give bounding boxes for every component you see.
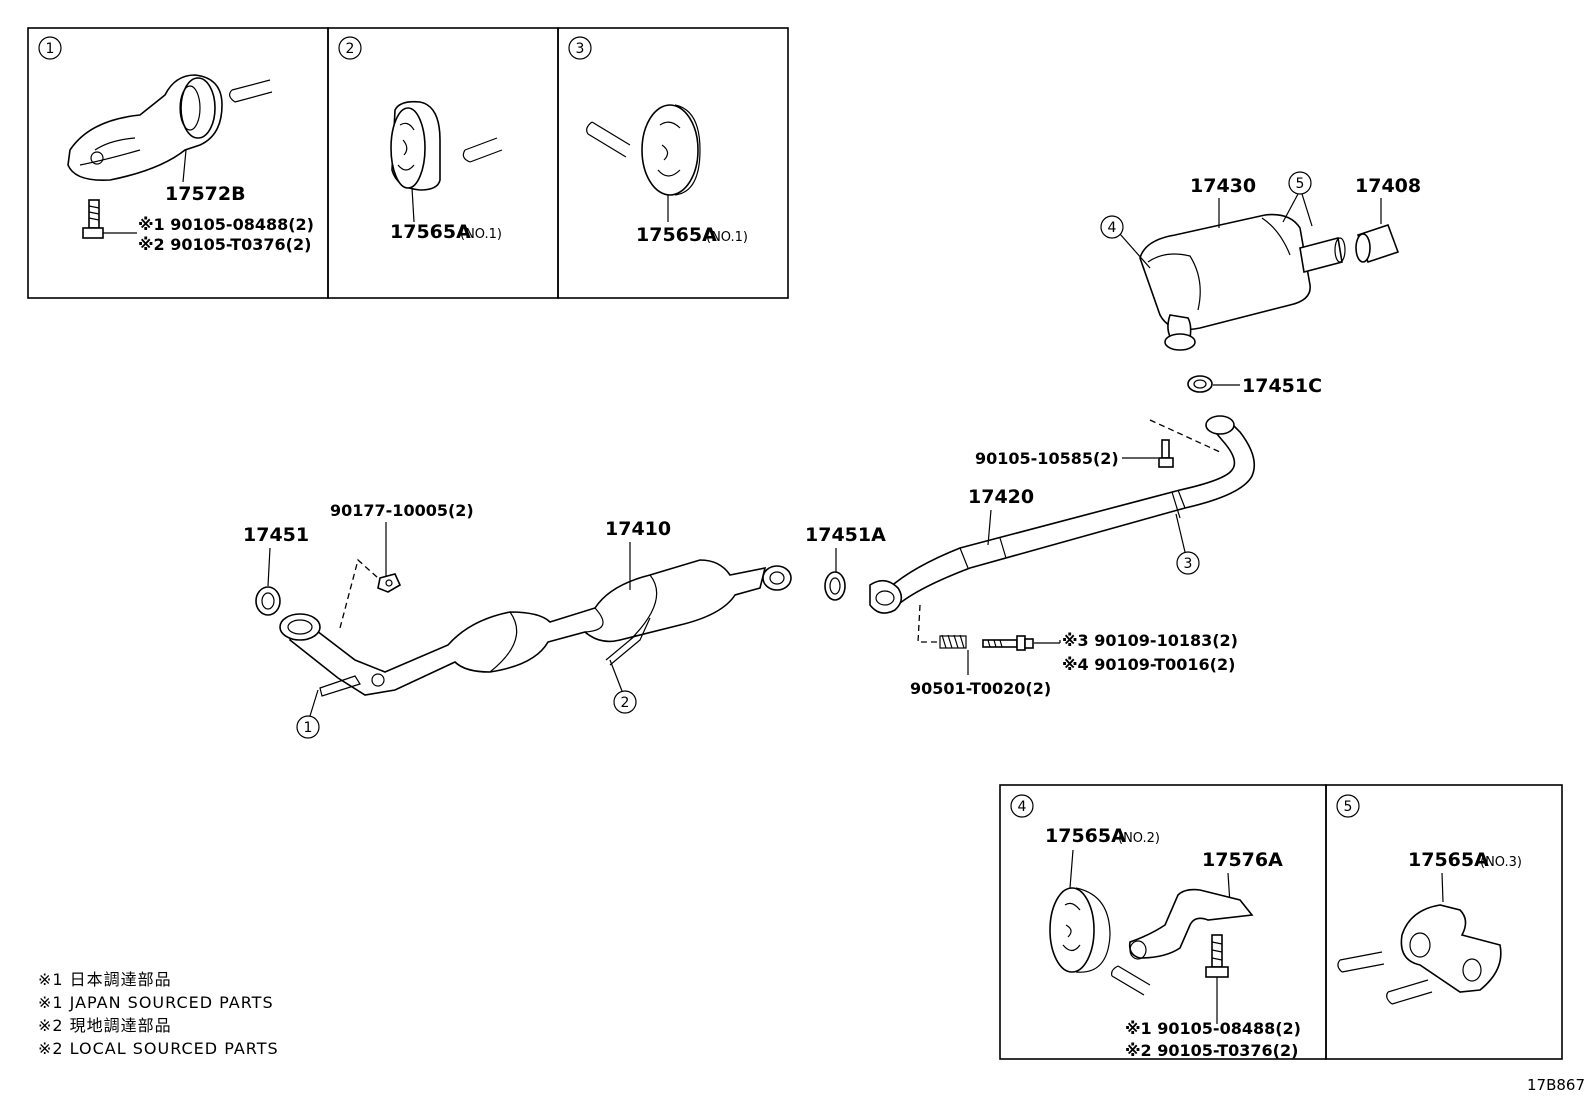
- bolt-90105-10585: [1158, 439, 1174, 468]
- footnotes: ※1 日本調達部品 ※1 JAPAN SOURCED PARTS ※2 現地調達…: [38, 970, 279, 1058]
- part-number-17576A: 17576A: [1202, 849, 1283, 871]
- hanger-rubber-icon: [1337, 904, 1502, 1005]
- part-number-17565A-no1-b: 17565A: [636, 224, 717, 246]
- inset-4-circle-number: 4: [1018, 799, 1027, 815]
- muffler-17430: [1139, 213, 1346, 351]
- hanger-rubber-icon: [1049, 887, 1151, 996]
- part-number-90109-T0016: ※4 90109-T0016(2): [1062, 655, 1235, 674]
- part-number-17451: 17451: [243, 524, 309, 546]
- inset-box-5: 5 17565A (NO.3): [1325, 784, 1563, 1060]
- part-number-17572B: 17572B: [165, 183, 246, 205]
- part-number-17430: 17430: [1190, 175, 1256, 197]
- tail-pipe-cover-17408: [1355, 223, 1400, 264]
- bolt-icon: [82, 199, 104, 239]
- callout-2: 2: [621, 695, 630, 711]
- gasket-17451C: [1187, 375, 1213, 393]
- part-note-no2: (NO.2): [1118, 831, 1160, 846]
- part-number-90109-10183: ※3 90109-10183(2): [1062, 631, 1238, 650]
- inset-5-circle-number: 5: [1344, 799, 1353, 815]
- part-number-17410: 17410: [605, 518, 671, 540]
- inset-3-circle-number: 3: [576, 41, 585, 57]
- bolt-number-1-b: ※1 90105-08488(2): [1125, 1019, 1301, 1038]
- center-pipe-17420: [869, 415, 1256, 614]
- footnote-1: ※1 日本調達部品: [38, 970, 172, 989]
- callout-3: 3: [1184, 556, 1193, 572]
- inset-box-2: 2 17565A (NO.1): [327, 27, 559, 299]
- gasket-17451A: [824, 571, 846, 601]
- hanger-rubber-icon: [390, 100, 503, 191]
- front-pipe-converter-17410: [279, 559, 792, 697]
- bolt-90109: [982, 635, 1034, 651]
- inset-1-circle-number: 1: [46, 41, 55, 57]
- bracket-17576A-drawing: [1128, 888, 1254, 960]
- bracket-17572B-drawing: [67, 74, 273, 182]
- part-number-90501: 90501-T0020(2): [910, 679, 1051, 698]
- spring-90501: [939, 634, 967, 649]
- part-number-90105-10585: 90105-10585(2): [975, 449, 1119, 468]
- gasket-17451: [255, 586, 281, 616]
- part-number-17408: 17408: [1355, 175, 1421, 197]
- part-number-17451C: 17451C: [1242, 375, 1322, 397]
- part-note-no1: (NO.1): [460, 227, 502, 242]
- callout-4: 4: [1108, 220, 1117, 236]
- callout-1: 1: [304, 720, 313, 736]
- part-number-17565A-no2: 17565A: [1045, 825, 1126, 847]
- part-number-17565A-no3: 17565A: [1408, 849, 1489, 871]
- part-note-no1-b: (NO.1): [706, 230, 748, 245]
- part-number-17420: 17420: [968, 486, 1034, 508]
- inset-box-4: 4 17565A (NO.2) 17576A ※1 90105-08488(2)…: [999, 784, 1327, 1060]
- part-note-no3: (NO.3): [1480, 855, 1522, 870]
- part-number-17451A: 17451A: [805, 524, 886, 546]
- hanger-rubber-icon: [586, 104, 701, 196]
- diagram-reference-id: 17B867: [1527, 1076, 1585, 1094]
- callout-5: 5: [1296, 176, 1305, 192]
- bolt-number-2-b: ※2 90105-T0376(2): [1125, 1041, 1298, 1060]
- inset-box-1: 1 17572B ※1 90105-08488(2) ※2 90105-T037…: [27, 27, 329, 299]
- inset-box-3: 3 17565A (NO.1): [557, 27, 789, 299]
- bolt-number-2: ※2 90105-T0376(2): [138, 235, 311, 254]
- inset-2-circle-number: 2: [346, 41, 355, 57]
- part-number-17565A-no1: 17565A: [390, 221, 471, 243]
- footnote-3: ※2 現地調達部品: [38, 1016, 172, 1035]
- bolt-number-1: ※1 90105-08488(2): [138, 215, 314, 234]
- footnote-4: ※2 LOCAL SOURCED PARTS: [38, 1039, 279, 1058]
- footnote-2: ※1 JAPAN SOURCED PARTS: [38, 993, 274, 1012]
- part-number-90177: 90177-10005(2): [330, 501, 474, 520]
- bolt-icon: [1205, 934, 1229, 978]
- nut-90177: [377, 573, 402, 593]
